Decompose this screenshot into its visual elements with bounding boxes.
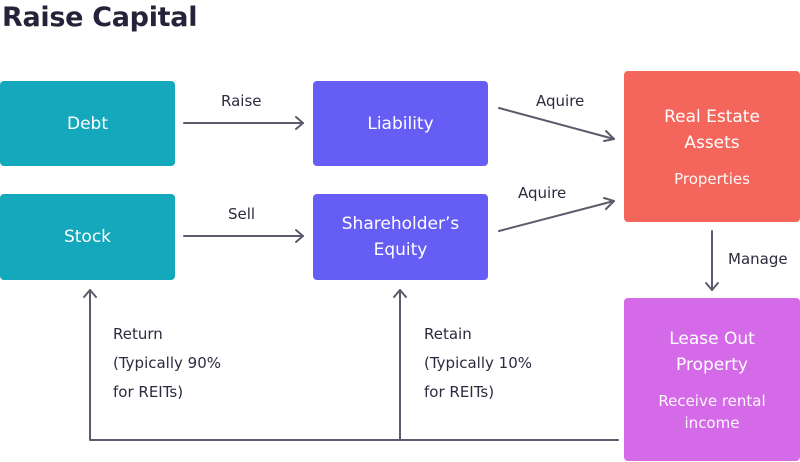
node-equity-label: Shareholder’s Equity [341,214,460,260]
node-real-estate-sub: Properties [674,169,750,188]
node-debt: Debt [0,81,175,166]
edge-label-sell: Sell [228,205,256,223]
return-line-1: Return [113,325,163,343]
arrow-liability-to-assets [498,107,615,142]
node-stock-label: Stock [63,227,112,247]
node-real-estate: Real Estate Assets Properties [624,71,800,222]
arrow-debt-to-liability [183,116,304,130]
return-loop [83,289,619,441]
node-lease: Lease Out Property Receive rental income [624,298,800,461]
node-stock: Stock [0,194,175,280]
node-liability-label: Liability [367,113,434,134]
arrow-equity-to-assets [498,197,615,232]
edge-label-acquire-1: Aquire [536,92,585,110]
return-line-3: for REITs) [113,383,184,401]
retain-line-3: for REITs) [424,383,495,401]
return-line-2: (Typically 90% [113,354,222,372]
node-lease-label: Lease Out Property [669,328,755,375]
node-lease-sub: Receive rental income [658,391,766,432]
diagram-title: Raise Capital [2,2,198,33]
retain-line-1: Retain [424,325,472,343]
retain-line-2: (Typically 10% [424,354,533,372]
edge-label-acquire-2: Aquire [518,184,567,202]
node-debt-label: Debt [66,113,108,134]
edge-label-return: Return (Typically 90% for REITs) [113,320,221,407]
edge-label-manage: Manage [728,250,788,268]
node-real-estate-label: Real Estate Assets [664,106,760,153]
edge-label-retain: Retain (Typically 10% for REITs) [424,320,532,407]
node-liability: Liability [313,81,488,166]
node-equity: Shareholder’s Equity [313,194,488,280]
arrow-stock-to-equity [183,229,304,243]
edge-label-raise: Raise [221,92,262,110]
arrow-assets-to-lease [705,230,719,291]
